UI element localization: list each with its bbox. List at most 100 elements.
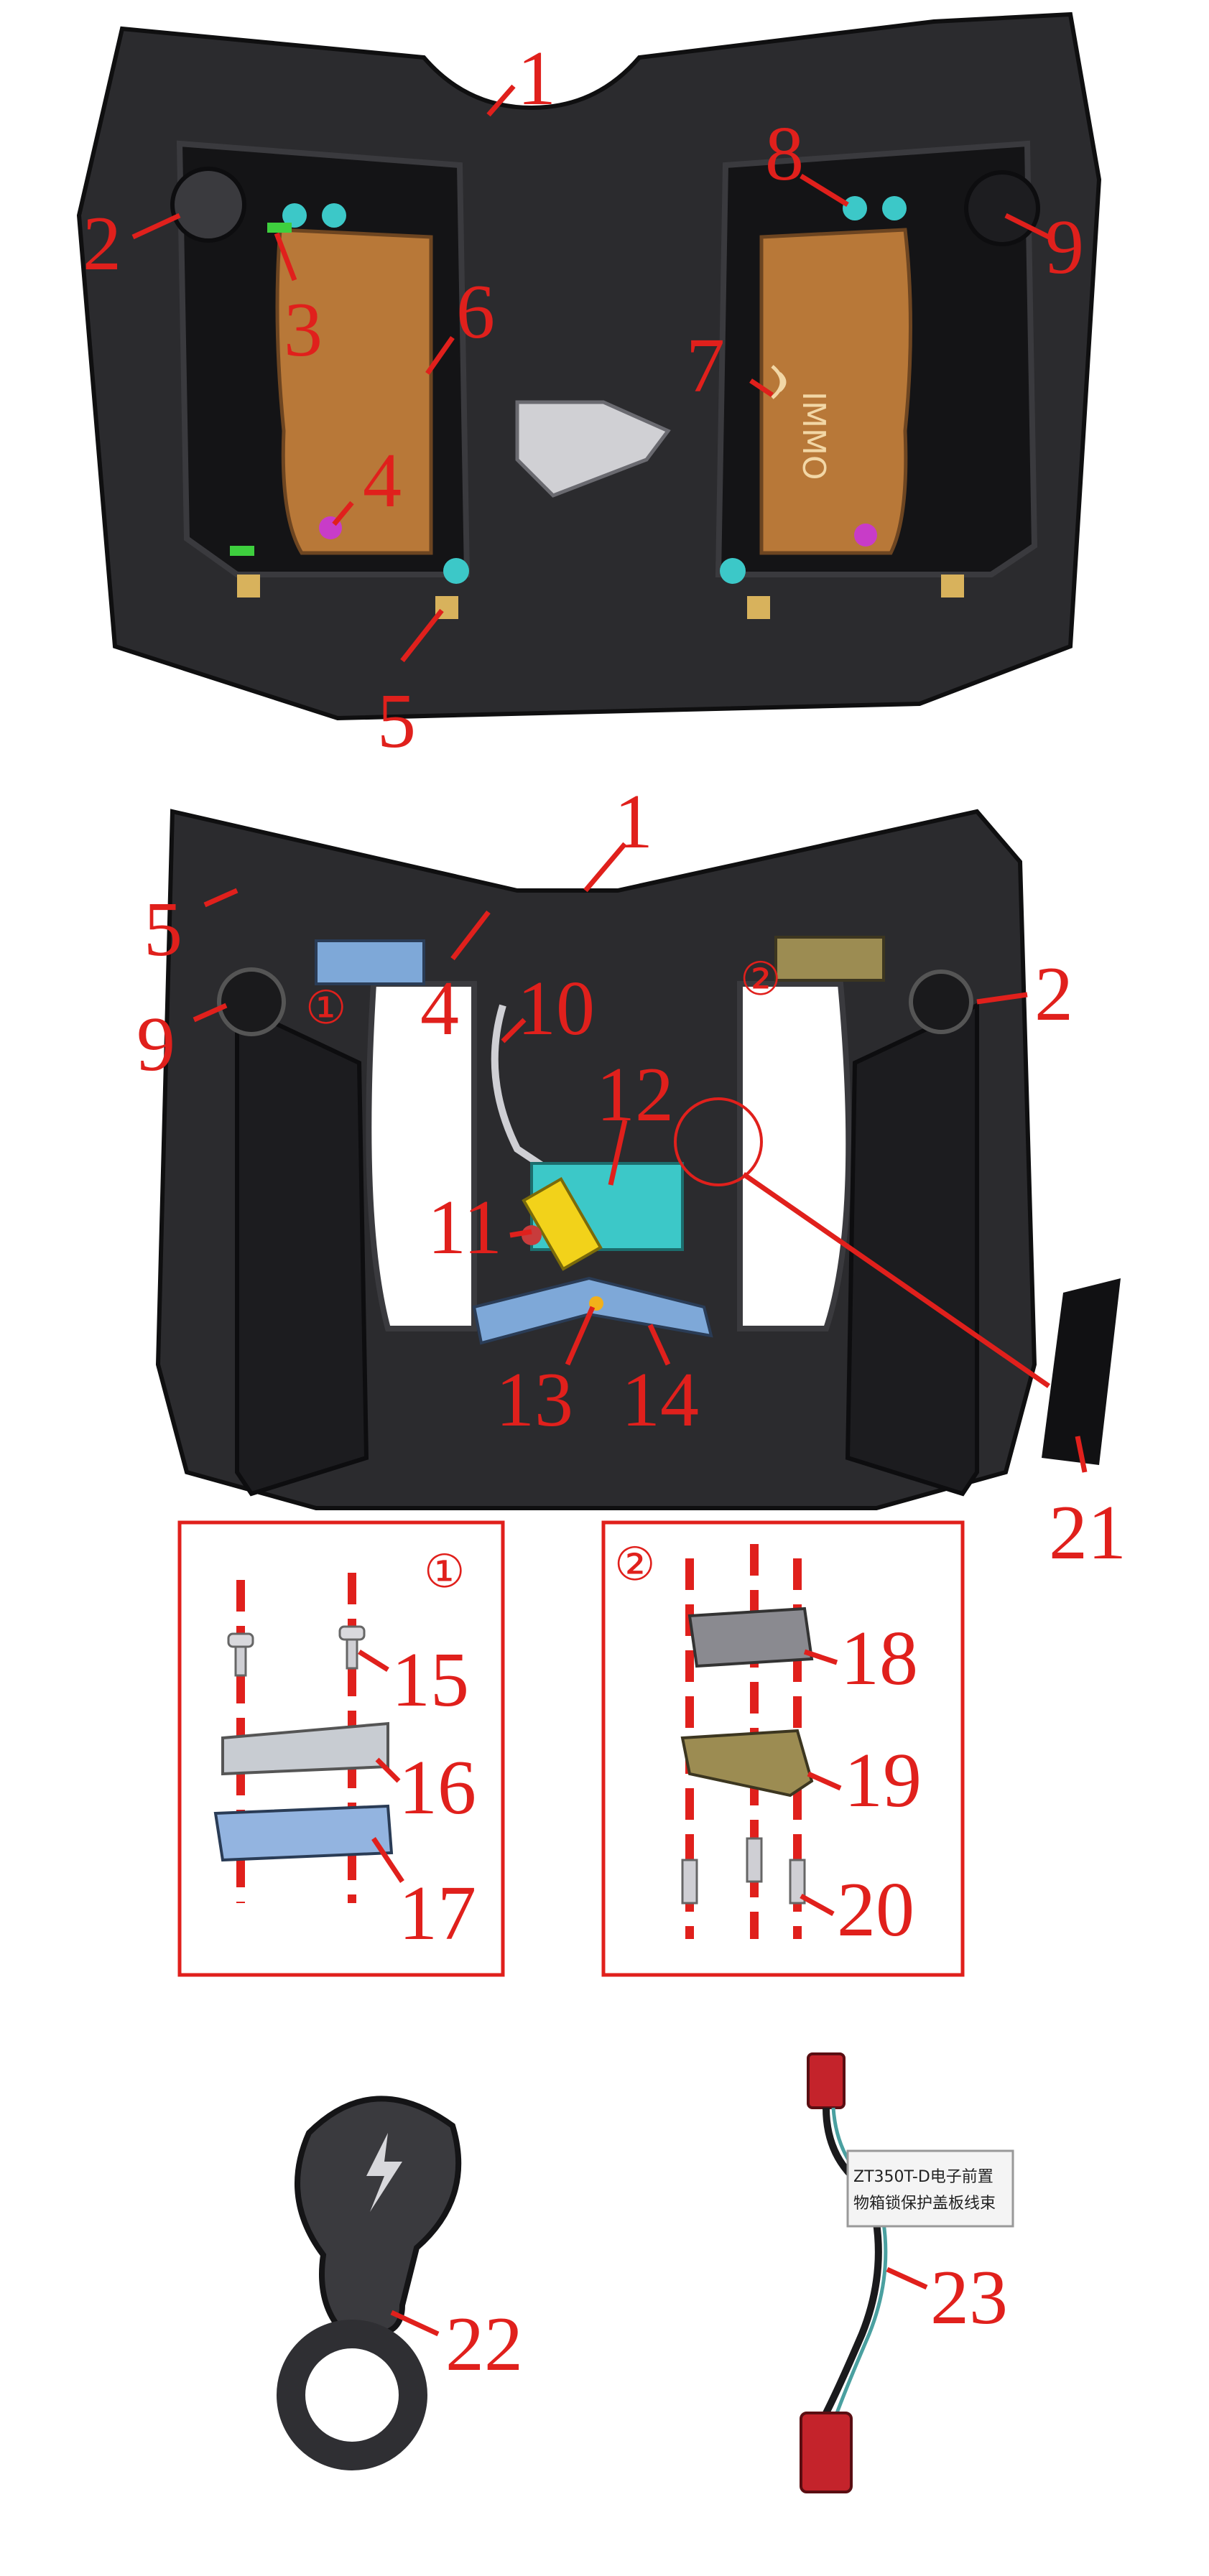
right-insert (759, 228, 912, 555)
wire-tag-line-1: ZT350T-D电子前置 (853, 2168, 993, 2186)
nut-clip (747, 596, 770, 619)
immo-receiver (687, 1606, 814, 1668)
nut-clip (237, 575, 260, 597)
screw-icon (338, 1625, 366, 1670)
bolt-icon (681, 1837, 806, 1905)
nut-clip (941, 575, 964, 597)
screw-icon (843, 196, 867, 220)
leader (886, 2266, 928, 2290)
rubber-cap (295, 2096, 462, 2337)
leader (400, 608, 444, 663)
leader (450, 910, 491, 961)
leader (131, 213, 181, 240)
callout-12: 12 (596, 1052, 674, 1138)
right-lock-bracket (774, 936, 885, 982)
callout-6: 6 (456, 269, 495, 355)
leader (425, 335, 455, 376)
left-flap (235, 1002, 369, 1497)
screw-icon (720, 558, 746, 584)
rear-panel-view: ① ② 1 5 9 4 10 12 2 11 13 14 21 (136, 779, 1126, 1576)
callout-4: 4 (363, 438, 402, 524)
callout-2: 2 (1034, 952, 1073, 1037)
harness-wire (823, 2107, 882, 2415)
leader (375, 1757, 401, 1783)
leader (203, 888, 238, 908)
leader (486, 84, 516, 117)
leader (800, 174, 849, 207)
connector-bottom (800, 2412, 853, 2493)
rubber-cap-part: 22 (277, 2096, 523, 2470)
left-insert (275, 228, 433, 555)
callout-5: 5 (377, 679, 416, 764)
leader (807, 1771, 842, 1791)
callout-7: 7 (686, 323, 725, 409)
callout-23: 23 (930, 2255, 1008, 2340)
power-socket-cap (170, 167, 246, 243)
callout-5: 5 (144, 887, 182, 972)
leader (803, 1649, 838, 1665)
latch-bracket (213, 1804, 394, 1862)
callout-19: 19 (844, 1738, 922, 1823)
leader (647, 1324, 671, 1366)
callout-14: 14 (621, 1357, 699, 1443)
socket-cover-right (964, 170, 1040, 246)
callout-8: 8 (765, 111, 804, 197)
leader (749, 378, 774, 397)
circled-label-two: ② (740, 953, 781, 1006)
front-panel-view: IMMO 1 2 3 4 5 6 7 (76, 11, 1102, 764)
callout-11: 11 (427, 1185, 502, 1270)
receiver-bracket (680, 1729, 814, 1798)
leader (608, 1120, 628, 1186)
leader (332, 501, 354, 526)
lightning-icon (366, 2133, 402, 2212)
circled-label-one: ① (305, 982, 346, 1035)
detail-box-label: ① (424, 1545, 465, 1599)
screw-icon (322, 203, 346, 228)
detail-circle (674, 1097, 763, 1186)
detail-box-frame (601, 1520, 965, 1977)
foam-pad (1042, 1278, 1121, 1465)
immo-label: IMMO (795, 391, 832, 480)
screw-icon (227, 1632, 254, 1677)
callout-9: 9 (136, 1002, 175, 1087)
screw-icon (282, 203, 307, 228)
leader (358, 1650, 389, 1672)
detail-box-frame (177, 1520, 505, 1977)
retaining-ring (277, 2320, 427, 2470)
callout-16: 16 (399, 1745, 476, 1831)
cable (491, 1004, 562, 1181)
callout-4: 4 (420, 966, 459, 1051)
clip (267, 223, 292, 233)
center-emblem (515, 400, 671, 498)
right-opening (737, 981, 852, 1331)
detail-box-one: ① 15 16 17 (177, 1520, 505, 1977)
detail-box-two: ② 18 19 20 (601, 1520, 965, 1977)
leader (1004, 213, 1050, 240)
leader (193, 1003, 228, 1023)
callout-22: 22 (445, 2302, 523, 2387)
leader (800, 1893, 835, 1917)
callout-1: 1 (517, 36, 556, 121)
wire-tag (846, 2149, 1014, 2228)
callout-3: 3 (284, 287, 323, 373)
power-socket (909, 970, 973, 1034)
socket-cover-left (217, 967, 286, 1036)
left-lock-bracket (315, 939, 425, 985)
callout-13: 13 (496, 1357, 573, 1443)
leader (583, 842, 627, 893)
screw-icon (882, 196, 907, 220)
callout-17: 17 (399, 1871, 476, 1956)
callout-21: 21 (1049, 1490, 1126, 1576)
callout-20: 20 (837, 1867, 914, 1953)
detail-box-label: ② (614, 1538, 655, 1591)
leader (274, 232, 297, 282)
screw-icon (443, 558, 469, 584)
leader (501, 1018, 527, 1043)
callout-9: 9 (1045, 205, 1084, 290)
leader (390, 2310, 440, 2337)
leader (1075, 1436, 1088, 1473)
leader (509, 1229, 532, 1238)
nfc-waves-icon (771, 365, 787, 399)
right-flap (845, 1002, 979, 1497)
